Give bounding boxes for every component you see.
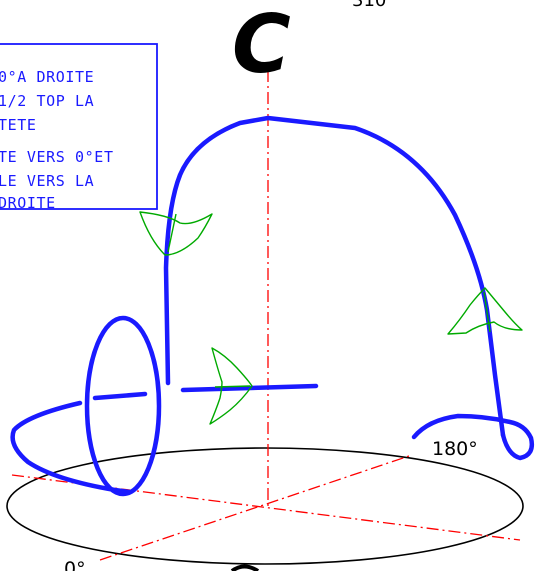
angle-180-label: 180° xyxy=(432,438,478,460)
note-line-4: TE VERS 0°ET xyxy=(0,148,114,166)
ground-ellipse xyxy=(6,447,524,565)
top-cut-label: 310 xyxy=(352,0,386,11)
note-line-6: DROITE xyxy=(0,194,56,212)
reference-axes xyxy=(11,70,521,561)
roll-loop xyxy=(84,315,162,497)
arrow-right-descent xyxy=(447,287,523,335)
note-line-1: 0°A DROITE xyxy=(0,68,94,86)
note-line-5: LE VERS LA xyxy=(0,172,94,190)
axis-90-to-270 xyxy=(11,474,521,541)
angle-0-label: 0° xyxy=(64,558,86,571)
arrow-center-horizontal xyxy=(209,347,253,425)
direction-arrows xyxy=(139,211,523,425)
note-line-3: TETE xyxy=(0,116,37,134)
note-box: 0°A DROITE 1/2 TOP LA TETE TE VERS 0°ET … xyxy=(0,43,158,212)
main-letter: C xyxy=(232,0,291,91)
note-line-2: 1/2 TOP LA xyxy=(0,92,94,110)
bottom-cut-mark xyxy=(230,564,260,571)
axis-0-to-180 xyxy=(99,454,413,561)
arrow-left-climb xyxy=(139,211,213,256)
flight-path xyxy=(10,115,535,497)
